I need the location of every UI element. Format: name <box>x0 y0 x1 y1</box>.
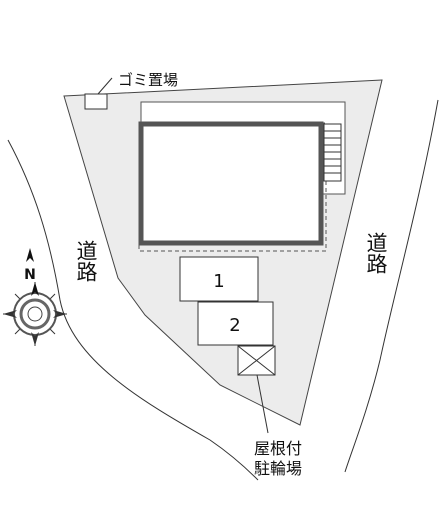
parking-space-1-number: 1 <box>213 271 224 292</box>
road-right-edge <box>344 99 439 473</box>
covered-parking-label-line1: 屋根付 <box>254 439 302 458</box>
compass-rose-icon <box>3 282 67 346</box>
road-label-left: 道路 <box>74 240 98 282</box>
stairs <box>323 123 342 182</box>
crossed-box-icon <box>237 345 276 376</box>
parking-space-2 <box>197 301 274 346</box>
parking-space-1 <box>179 256 259 302</box>
garbage-area-label: ゴミ置場 <box>118 71 178 89</box>
garbage-label-leader <box>97 77 113 95</box>
garbage-area-box <box>84 93 108 110</box>
north-label: N <box>24 267 36 283</box>
road-left-edge <box>7 139 259 481</box>
north-arrow-icon <box>26 248 34 262</box>
bicycle-parking-leader <box>256 374 269 434</box>
covered-parking-label-line2: 駐輪場 <box>254 459 302 478</box>
parking-space-2-number: 2 <box>229 315 240 336</box>
building <box>138 121 324 246</box>
road-label-right: 道路 <box>364 232 388 274</box>
